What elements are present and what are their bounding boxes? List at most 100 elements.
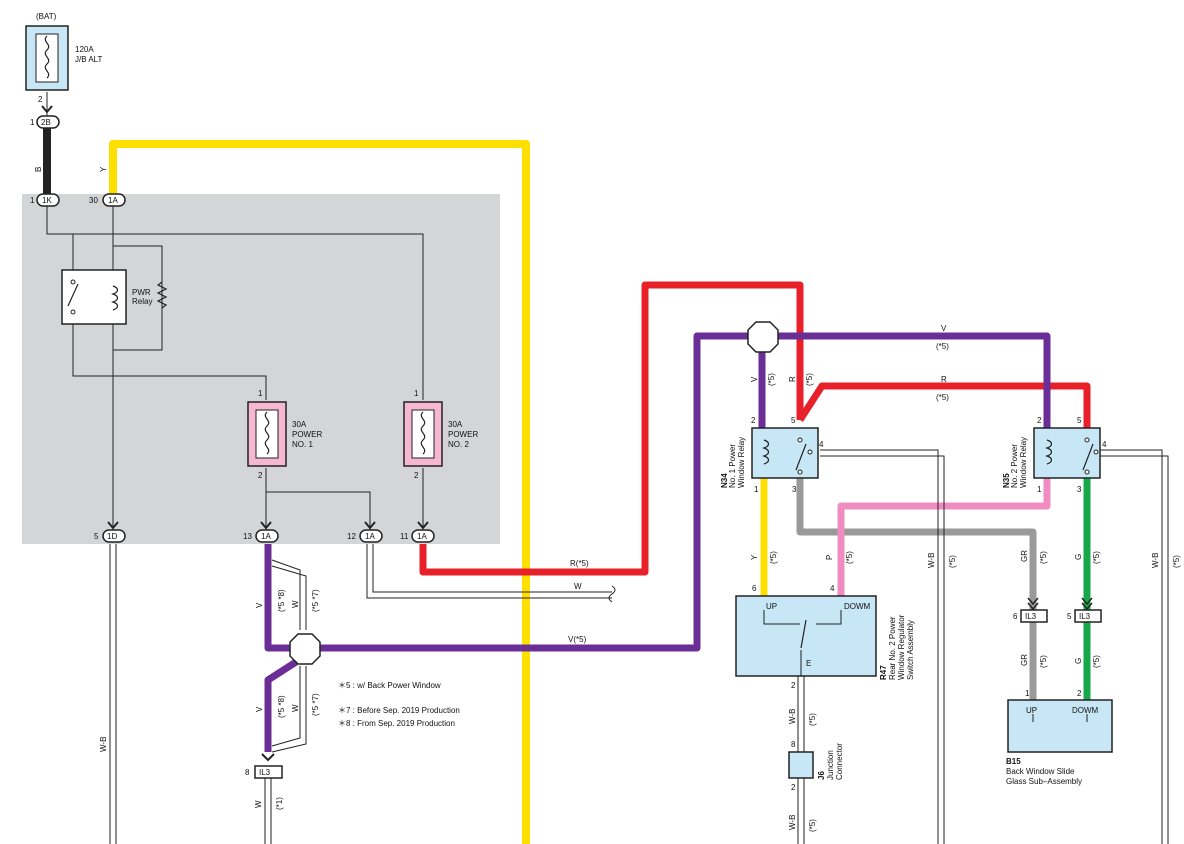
label-b: B [34, 167, 43, 172]
wire-violet-top [777, 332, 1051, 428]
jb-wire-f1 [72, 324, 267, 400]
wire-wb-n34-b [820, 455, 945, 844]
label-wb-right-s: (*5) [1172, 555, 1181, 568]
wire-w-12a [366, 544, 612, 599]
n34-p1: 1 [754, 485, 759, 494]
c13-pin: 13 [243, 532, 252, 541]
label-wb-left: W-B [99, 737, 108, 752]
label-w: W [574, 582, 582, 591]
fuse1-l2: POWER [292, 430, 322, 439]
label-n34-v-s: (*5) [767, 373, 776, 386]
r47-e: E [806, 659, 811, 668]
fuse2-pin-top: 1 [414, 389, 419, 398]
connector-1a-11 [411, 529, 435, 543]
bat-label: (BAT) [36, 12, 57, 21]
label-y-top: Y [99, 166, 108, 172]
n34-switch [795, 443, 807, 471]
label-gr: GR [1020, 550, 1029, 562]
label-v5: V(*5) [568, 635, 587, 644]
label-w-bottom: W [254, 800, 263, 808]
b15-up: UP [1026, 706, 1037, 715]
c2b-name: 2B [41, 118, 51, 127]
label-g2: G [1074, 658, 1083, 664]
wire-yellow-top [109, 140, 530, 844]
n34-coil [762, 439, 770, 465]
label-v-top: V [941, 324, 947, 333]
connector-2b [36, 115, 60, 129]
n35-switch [1082, 443, 1094, 471]
c12-name: 1A [365, 532, 375, 541]
n34-p4: 4 [819, 440, 824, 449]
fuse-power-no2-element [420, 411, 426, 455]
label-r5: R(*5) [570, 559, 589, 568]
b15-l2: Glass Sub–Assembly [1006, 777, 1082, 786]
fuse2-l3: NO. 2 [448, 440, 469, 449]
label-wb-j6: W-B [788, 815, 797, 830]
chevron-icon [1027, 597, 1039, 611]
wire-w-loop-b [271, 565, 307, 630]
b15-down: DOWM [1072, 706, 1099, 715]
connector-il3-g [1074, 609, 1102, 623]
j6-code: J6 [817, 771, 826, 780]
relay-l2: Relay [132, 297, 152, 306]
connector-1k [36, 193, 60, 207]
n34-p2: 2 [751, 416, 756, 425]
fuse2-l1: 30A [448, 420, 463, 429]
chevron-icon [107, 521, 119, 530]
label-wb-j6-s: (*5) [808, 819, 817, 832]
chevron-icon [260, 521, 272, 530]
label-n34-r: R [788, 376, 797, 382]
wire-red-n35 [797, 382, 1091, 428]
connector-1d [102, 529, 126, 543]
n35-coil [1045, 439, 1053, 465]
wire-w-loop-c [271, 666, 301, 747]
connector-1a-13 [255, 529, 279, 543]
connector-il3-gr [1020, 609, 1048, 623]
il3-left-pin: 8 [245, 768, 250, 777]
b15-p1: 1 [1025, 689, 1030, 698]
splice-violet-top [747, 321, 779, 353]
fuse2-pin-bot: 2 [414, 471, 419, 480]
wire-wb-n34-a [820, 449, 939, 844]
n35-p4: 4 [1102, 440, 1107, 449]
junction-j6 [788, 751, 814, 779]
label-g2-s: (*5) [1092, 655, 1101, 668]
chevron-icon [41, 105, 53, 114]
fuse2-l2: POWER [448, 430, 478, 439]
j6-l2: Connector [835, 743, 844, 780]
il3-gr-pin: 6 [1013, 612, 1018, 621]
label-y-mid: Y [750, 554, 759, 560]
chevron-icon [364, 521, 376, 530]
label-v-top-s: (*5) [936, 342, 949, 351]
label-p-s: (*5) [845, 551, 854, 564]
j6-l1: Junction [826, 750, 835, 780]
r47-up: UP [766, 602, 777, 611]
label-wb-r47: W-B [788, 709, 797, 724]
r47-p4: 4 [830, 584, 835, 593]
n34-l1: No. 1 Power [728, 444, 737, 488]
relay-l1: PWR [132, 288, 151, 297]
fuse-120a-l1: 120A [75, 45, 94, 54]
r47-l3: Switch Assembly [906, 620, 915, 680]
label-v-left: V [255, 602, 264, 608]
r47-code: R47 [879, 665, 888, 680]
c1a30-pin: 30 [89, 196, 98, 205]
label-wb-n34: W-B [927, 553, 936, 568]
relay-switch [67, 283, 79, 307]
connector-1a-30 [102, 193, 126, 207]
r47-down: DOWM [844, 602, 871, 611]
chevron-icon [261, 753, 275, 762]
c1k-name: 1K [42, 196, 52, 205]
b15-p2: 2 [1077, 689, 1082, 698]
c11-pin: 11 [400, 532, 409, 541]
label-y-mid-s: (*5) [769, 551, 778, 564]
motor-b15 [1007, 699, 1113, 753]
j6-p8: 8 [791, 740, 796, 749]
label-s57b: (*5 *7) [311, 693, 320, 716]
n35-l2: Window Relay [1019, 437, 1028, 488]
fuse-120a-element [44, 35, 50, 79]
n34-p5: 5 [791, 416, 796, 425]
note-7: ＊7 : Before Sep. 2019 Production [338, 706, 460, 715]
fuse1-l1: 30A [292, 420, 307, 429]
label-v-left2: V [255, 706, 264, 712]
